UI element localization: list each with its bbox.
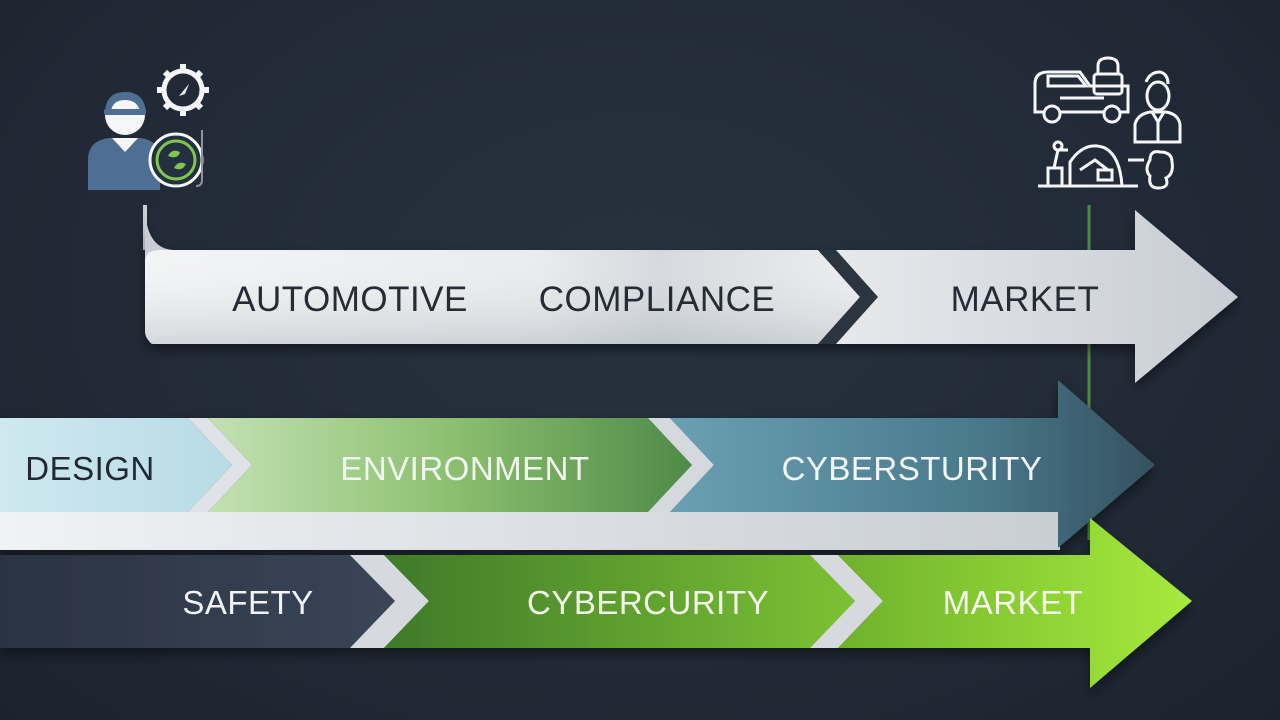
design-segment [0, 418, 232, 512]
engineer-person-icon [88, 92, 160, 190]
cybersturity-arrow-head [670, 380, 1155, 548]
left-icon-group [88, 64, 209, 190]
padlock-icon [1092, 56, 1124, 96]
middle-row-arrow [0, 380, 1155, 550]
right-icon-group [1033, 56, 1182, 190]
factory-machinery-icon [1038, 140, 1174, 190]
bottom-row-arrow [0, 518, 1192, 688]
gear-icon [157, 64, 209, 116]
label-market-top: MARKET [951, 280, 1100, 319]
safety-segment [0, 555, 395, 648]
environment-segment [208, 418, 692, 512]
label-design: DESIGN [25, 450, 155, 487]
label-cybersturity: CYBERSTURITY [782, 450, 1043, 487]
top-chevron-divider [818, 250, 882, 344]
market-green-arrow-head [838, 518, 1192, 688]
top-row-arrow [145, 210, 1238, 383]
pickup-truck-icon [1033, 70, 1130, 124]
label-market-bottom: MARKET [943, 584, 1084, 621]
label-environment: ENVIRONMENT [340, 450, 589, 487]
businessperson-icon [1133, 70, 1182, 144]
middle-underlay-band [0, 512, 1060, 550]
eco-leaf-badge-icon [148, 130, 204, 188]
label-automotive: AUTOMOTIVE [232, 280, 468, 319]
label-safety: SAFETY [182, 584, 313, 621]
label-compliance: COMPLIANCE [539, 280, 775, 319]
label-cybercurity: CYBERCURITY [527, 584, 769, 621]
cybercurity-segment [384, 555, 855, 648]
top-market-arrow-head [836, 210, 1238, 383]
